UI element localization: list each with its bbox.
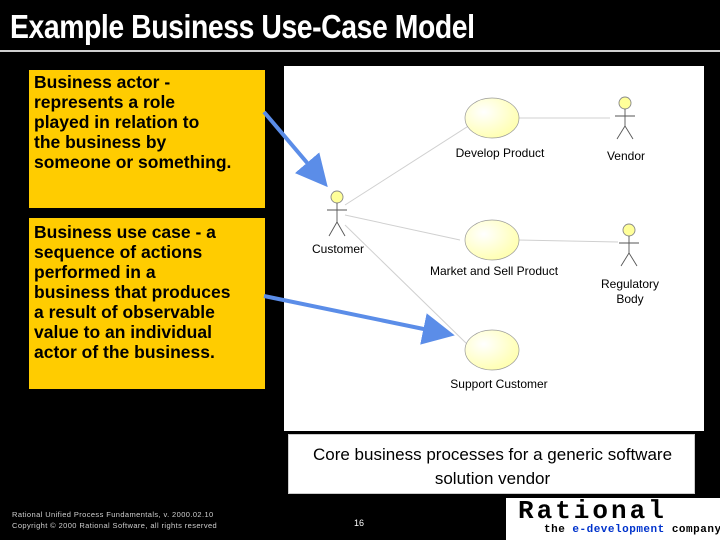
actor-regulatory-body-icon	[619, 223, 639, 267]
actor-regulatory-label-line2: Body	[616, 292, 643, 306]
use-case-pointer-arrow	[263, 294, 455, 345]
slide-title: Example Business Use-Case Model	[10, 8, 475, 45]
actor-pointer-arrow	[262, 110, 328, 188]
footer-course-text: Rational Unified Process Fundamentals, v…	[12, 510, 214, 519]
association-line	[517, 239, 619, 243]
caption-line: Core business processes for a generic so…	[312, 445, 673, 464]
actor-vendor-icon	[615, 96, 635, 140]
use-case-develop-product	[464, 97, 520, 139]
callout-line: someone or something.	[34, 152, 232, 172]
callout-line: a result of observable	[34, 302, 215, 322]
tagline-suffix: company	[664, 524, 720, 536]
callout-line: actor of the business.	[34, 342, 215, 362]
association-line	[344, 214, 461, 241]
rational-logo-tagline: the e-development company	[544, 524, 720, 536]
actor-customer-icon	[327, 190, 347, 237]
callout-line: Business actor -	[34, 72, 171, 92]
footer-copyright-text: Copyright © 2000 Rational Software, all …	[12, 521, 218, 530]
association-line	[344, 124, 471, 206]
use-case-market-and-sell	[464, 219, 520, 261]
callout-line: represents a role	[34, 92, 176, 112]
tagline-accent: e-development	[572, 524, 665, 536]
page-number: 16	[354, 518, 365, 528]
actor-regulatory-label-line1: Regulatory	[601, 277, 659, 291]
use-case-market-label: Market and Sell Product	[430, 264, 559, 278]
callout-line: the business by	[34, 132, 167, 152]
actor-vendor-label: Vendor	[607, 149, 645, 163]
callout-line: performed in a	[34, 262, 156, 282]
diagram-caption: Core business processes for a generic so…	[288, 434, 695, 494]
rational-logo-wordmark: Rational	[518, 496, 667, 526]
callout-line: business that produces	[34, 282, 231, 302]
business-actor-callout: Business actor - represents a role playe…	[27, 68, 267, 210]
title-divider	[0, 50, 720, 52]
caption-line: solution vendor	[434, 469, 551, 488]
business-use-case-callout: Business use case - a sequence of action…	[27, 216, 267, 391]
callout-line: played in relation to	[34, 112, 200, 132]
callout-line: value to an individual	[34, 322, 212, 342]
use-case-develop-label: Develop Product	[456, 146, 545, 160]
use-case-support-label: Support Customer	[450, 377, 547, 391]
tagline-prefix: the	[544, 524, 573, 536]
callout-line: sequence of actions	[34, 242, 203, 262]
callout-line: Business use case - a	[34, 222, 216, 242]
rational-logo	[506, 498, 720, 540]
use-case-support-customer	[464, 329, 520, 371]
actor-customer-label: Customer	[312, 242, 364, 256]
